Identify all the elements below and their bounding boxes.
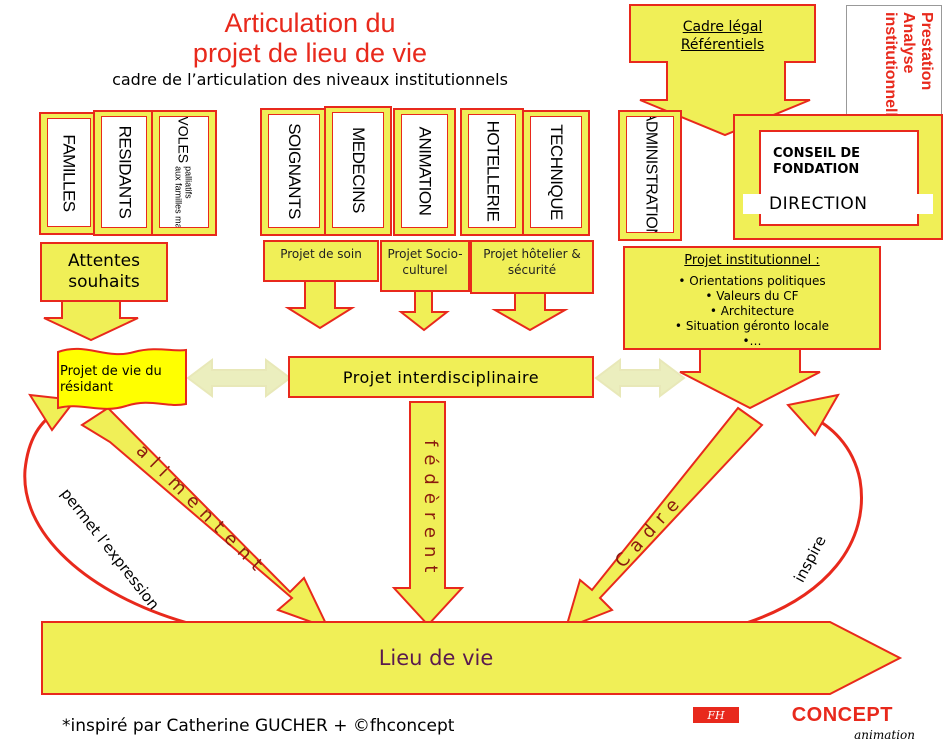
actor-familles: FAMILLES — [39, 112, 99, 235]
attentes-box: Attentes souhaits — [40, 242, 168, 302]
animation-label: ANIMATION — [415, 126, 435, 216]
soin-box: Projet de soin — [263, 240, 379, 282]
actor-medecins: MEDECINS — [324, 106, 392, 236]
attentes-arrow — [43, 299, 139, 342]
technique-label: TECHNIQUE — [547, 124, 566, 220]
soignants-label: SOIGNANTS — [285, 123, 304, 219]
logo-fh-text: FH — [707, 708, 725, 722]
familles-label: FAMILLES — [60, 133, 80, 212]
footer-credit: *inspiré par Catherine GUCHER + ©fhconce… — [62, 716, 455, 736]
logo-fh: FH — [693, 707, 739, 723]
residants-label: RESIDANTS — [115, 125, 135, 219]
hotelier-box: Projet hôtelier & sécurité — [470, 240, 594, 294]
permet-curve — [23, 408, 196, 627]
conseil-label: CONSEIL DE FONDATION — [773, 146, 861, 177]
cadre-legal-line-1: Cadre légal — [682, 19, 763, 35]
soin-label: Projet de soin — [280, 247, 362, 261]
subtitle: cadre de l’articulation des niveaux inst… — [112, 70, 508, 89]
residant-label: Projet de vie du résidant — [60, 364, 162, 395]
prestation-line-3: institutionnelle — [882, 12, 899, 126]
inspire-curve-head — [786, 393, 840, 437]
inspire-curve — [729, 413, 863, 630]
institutionnel-item-2: • Valeurs du CF — [705, 289, 799, 303]
actor-hotellerie: HOTELLERIE — [460, 108, 524, 236]
title-line-1: Articulation du — [224, 8, 396, 38]
hotelier-label: Projet hôtelier & sécurité — [483, 247, 581, 277]
residant-flag — [57, 347, 187, 410]
benevoles-small-1: palliatifs — [184, 166, 195, 199]
actor-technique: TECHNIQUE — [522, 110, 590, 236]
institutionnel-title: Projet institutionnel : — [684, 253, 820, 268]
logo-animation: animation — [854, 728, 915, 742]
institutionnel-item-4: • Situation géronto locale — [674, 319, 830, 333]
actor-soignants: SOIGNANTS — [260, 108, 328, 236]
institutionnel-item-1: • Orientations politiques — [678, 274, 826, 288]
benevoles-small-2: aux familles manquantes — [174, 166, 185, 228]
federent-arrow — [391, 401, 465, 627]
socio-box: Projet Socio-culturel — [380, 240, 470, 292]
hotelier-arrow — [491, 291, 569, 332]
interdisciplinaire-box: Projet interdisciplinaire — [288, 356, 594, 398]
medecins-label: MEDECINS — [349, 127, 369, 213]
prestation-line-1: Prestation — [918, 12, 935, 91]
hotellerie-label: HOTELLERIE — [483, 120, 502, 222]
actor-administration: ADMINISTRATION — [618, 110, 682, 241]
socio-arrow — [398, 289, 450, 332]
title-line-2: projet de lieu de vie — [192, 38, 428, 68]
administration-label: ADMINISTRATION — [642, 116, 660, 233]
actor-animation: ANIMATION — [393, 108, 456, 236]
grey-double-arrow-left — [186, 358, 292, 398]
direction-label: DIRECTION — [743, 194, 933, 214]
cadre-arrow — [564, 406, 764, 630]
institutionnel-item-5: •… — [742, 334, 762, 348]
soin-arrow — [284, 279, 356, 330]
lieu-de-vie-bar — [41, 621, 903, 695]
institutionnel-arrow — [679, 344, 821, 410]
institutionnel-box: Projet institutionnel : • Orientations p… — [623, 246, 881, 350]
actor-residants: RESIDANTS — [93, 110, 155, 236]
benevoles-label: BENEVOLES — [176, 116, 193, 164]
cadre-legal-label: Cadre légal Référentiels — [630, 18, 815, 54]
institutionnel-item-3: • Architecture — [709, 304, 795, 318]
prestation-line-2: Analyse — [900, 12, 917, 74]
cadre-legal-line-2: Référentiels — [680, 37, 765, 53]
logo-concept: CONCEPT — [791, 704, 893, 726]
socio-label: Projet Socio-culturel — [387, 247, 463, 277]
grey-double-arrow-right — [594, 358, 686, 398]
federent-label: fédèrent — [420, 440, 441, 581]
direction-box: CONSEIL DE FONDATION DIRECTION — [733, 114, 943, 240]
attentes-label: Attentes souhaits — [68, 251, 140, 292]
lieu-de-vie-label: Lieu de vie — [378, 646, 494, 670]
actor-benevoles: BENEVOLES palliatifs aux familles manqua… — [151, 110, 217, 236]
interdisciplinaire-label: Projet interdisciplinaire — [342, 367, 540, 387]
